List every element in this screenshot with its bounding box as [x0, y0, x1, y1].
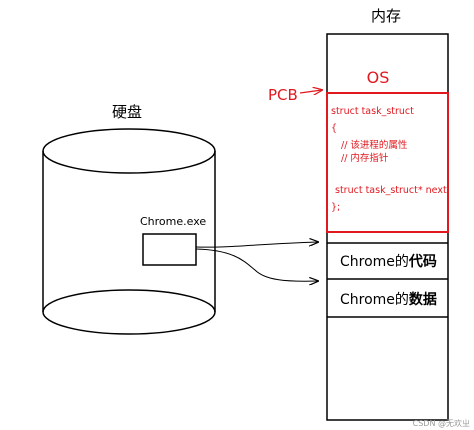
memory-column — [326, 33, 449, 421]
pcb-arrow — [299, 90, 322, 93]
pcb-box — [326, 92, 449, 233]
data-block-label: Chrome的数据 — [340, 291, 437, 308]
pcb-code: struct task_struct { // 该进程的属性 // 内存指针 s… — [331, 106, 450, 213]
pcb-code-line: // 该进程的属性 — [341, 139, 408, 151]
pcb-code-line: }; — [331, 202, 340, 213]
watermark: CSDN @无欢ㄓ — [413, 418, 470, 428]
chrome-exe-file — [142, 233, 197, 266]
memory-title: 内存 — [371, 7, 401, 25]
pcb-code-line: { — [331, 123, 337, 134]
pcb-code-line: struct task_struct* next; — [335, 185, 450, 196]
pcb-code-line: // 内存指针 — [341, 152, 389, 164]
arrow-to-data-block — [195, 248, 318, 281]
pcb-label: PCB — [268, 86, 298, 104]
code-block-label: Chrome的代码 — [340, 253, 437, 270]
file-label: Chrome.exe — [140, 215, 206, 228]
pcb-code-line: struct task_struct — [331, 106, 414, 117]
disk-cylinder — [42, 128, 216, 335]
os-label: OS — [367, 68, 390, 87]
disk-title: 硬盘 — [112, 103, 142, 121]
arrow-to-code-block — [195, 242, 318, 248]
